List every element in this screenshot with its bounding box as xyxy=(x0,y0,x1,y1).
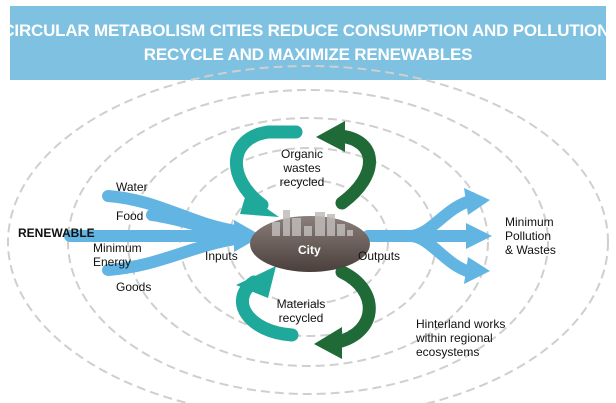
organic-wastes-line-1: Organic xyxy=(280,147,324,161)
input-arrowhead xyxy=(234,220,262,252)
output-arrow-down xyxy=(404,230,476,278)
top-green-arrow xyxy=(333,129,376,210)
inputs-label: Inputs xyxy=(205,249,238,263)
output-arrowhead-down xyxy=(464,257,490,284)
materials-recycled-line-2: recycled xyxy=(278,311,324,325)
water-label: Water xyxy=(116,180,148,194)
materials-recycled-label: Materials recycled xyxy=(268,297,334,325)
minimum-energy-line-2: Energy xyxy=(93,255,132,269)
minimum-energy-line-1: Minimum xyxy=(93,241,142,255)
minimum-pollution-label: Minimum Pollution & Wastes xyxy=(505,215,556,257)
minimum-pollution-line-2: Pollution xyxy=(505,229,552,243)
bottom-green-arrowhead xyxy=(314,327,342,359)
city-skyline xyxy=(272,210,353,236)
output-arrowhead-mid xyxy=(466,223,492,249)
title-line-2: RECYCLE AND MAXIMIZE RENEWABLES xyxy=(143,45,473,64)
hinterland-line-3: ecosystems xyxy=(416,345,480,359)
food-label: Food xyxy=(116,209,144,223)
input-arrows xyxy=(64,190,242,276)
input-arrow-goods xyxy=(102,233,242,276)
minimum-pollution-line-3: & Wastes xyxy=(505,243,556,257)
organic-wastes-line-2: wastes xyxy=(283,161,321,175)
organic-wastes-label: Organic wastes recycled xyxy=(272,147,332,189)
hinterland-line-1: Hinterland works xyxy=(416,317,506,331)
ring-5 xyxy=(7,65,609,403)
top-teal-arrowhead xyxy=(240,194,279,217)
top-teal-arrow xyxy=(230,125,303,212)
hinterland-line-2: within regional xyxy=(416,331,493,345)
city-label: City xyxy=(298,243,321,257)
outputs-label: Outputs xyxy=(358,249,401,263)
minimum-pollution-line-1: Minimum xyxy=(505,215,554,229)
title-line-1: CIRCULAR METABOLISM CITIES REDUCE CONSUM… xyxy=(2,21,614,40)
hinterland-label: Hinterland works within regional ecosyst… xyxy=(416,317,505,359)
title-banner: CIRCULAR METABOLISM CITIES REDUCE CONSUM… xyxy=(2,6,614,80)
materials-recycled-line-1: Materials xyxy=(276,297,326,311)
top-green-arrowhead xyxy=(316,121,345,152)
goods-label: Goods xyxy=(116,280,152,294)
bottom-teal-arrowhead xyxy=(236,266,276,298)
organic-wastes-line-3: recycled xyxy=(279,175,325,189)
ring-4 xyxy=(67,89,549,395)
bottom-green-arrow xyxy=(331,265,376,349)
minimum-energy-label: Minimum Energy xyxy=(93,241,142,269)
output-arrows xyxy=(362,195,476,278)
renewable-label: RENEWABLE xyxy=(18,226,95,240)
output-arrowhead-up xyxy=(464,188,490,215)
